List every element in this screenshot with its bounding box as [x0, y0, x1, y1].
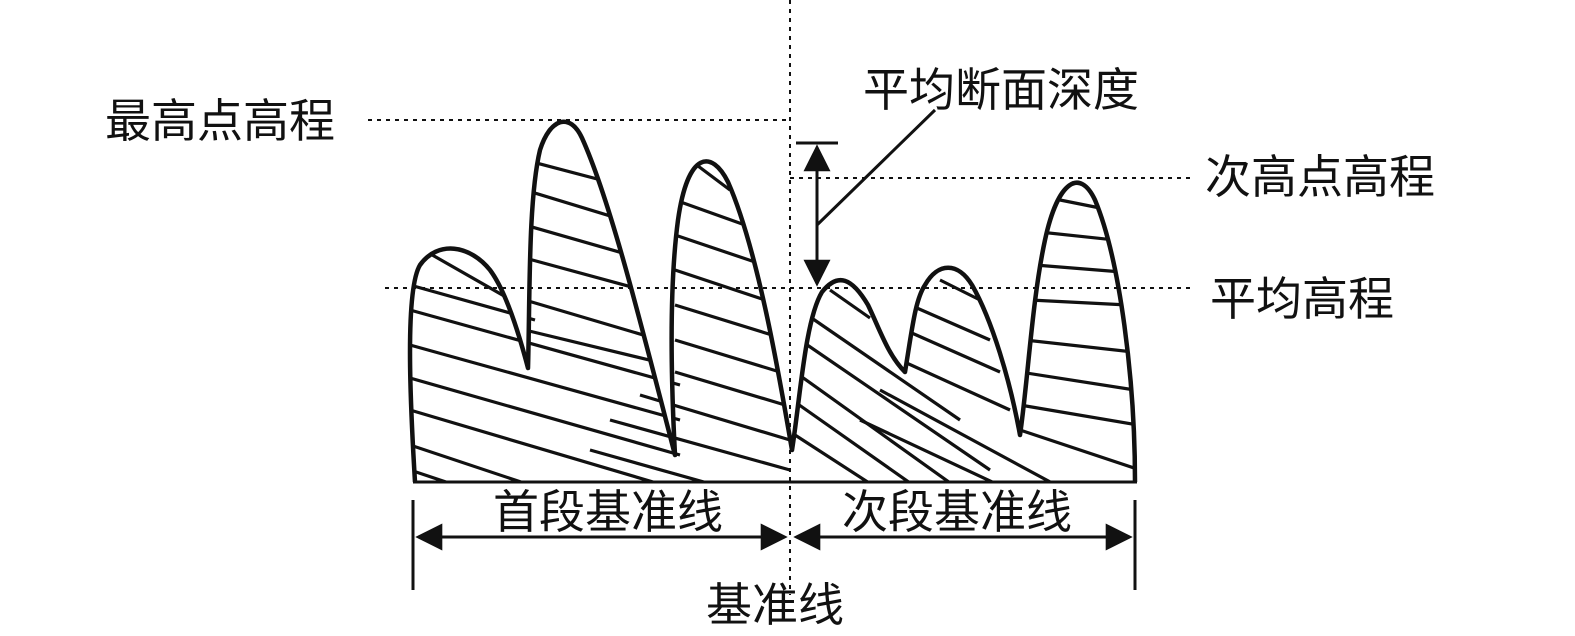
- depth-leader-line: [815, 108, 937, 227]
- terrain-profile-outline: [407, 119, 1138, 483]
- second-highest-elevation-label: 次高点高程: [1205, 150, 1435, 204]
- mean-elevation-label: 平均高程: [1210, 272, 1394, 326]
- second-baseline-label: 次段基准线: [842, 485, 1072, 539]
- highest-elevation-label: 最高点高程: [105, 94, 335, 148]
- first-baseline-label: 首段基准线: [493, 485, 723, 539]
- mean-section-depth-label: 平均断面深度: [863, 63, 1139, 117]
- baseline-label: 基准线: [706, 578, 844, 632]
